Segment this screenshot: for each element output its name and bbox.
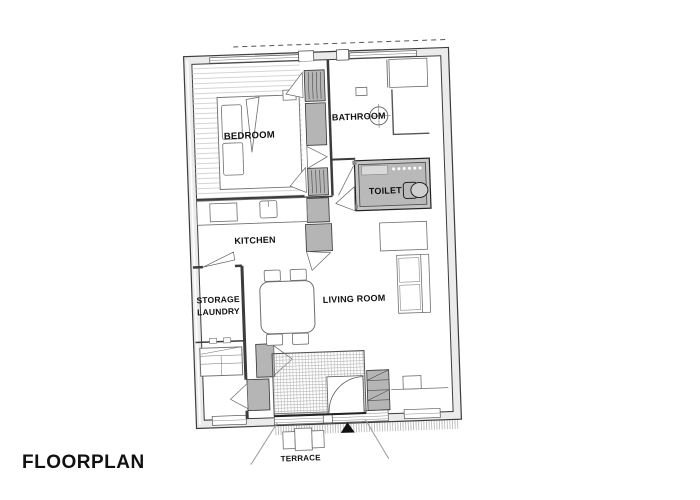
- bottom-left-window: [211, 414, 247, 426]
- toilet-room: TOILET: [335, 157, 432, 212]
- terrace-area: TERRACE: [250, 419, 459, 465]
- pillow: [220, 104, 243, 140]
- storage-south-wall: [195, 339, 245, 344]
- bathroom-west-wall: [326, 59, 334, 196]
- closet-door-swing: [285, 71, 304, 98]
- blanket: [245, 96, 260, 153]
- kitchen-sink: [209, 202, 238, 223]
- sink-icon: [366, 103, 391, 128]
- terrace-door-leaf: [326, 375, 365, 415]
- floorplan-title: FLOORPLAN: [22, 452, 145, 473]
- terrace-boundary-line: [250, 422, 278, 465]
- bathroom-south-wall: [331, 157, 356, 161]
- terrace-table-set: [282, 427, 325, 451]
- bed: [216, 94, 303, 190]
- bathroom-area: BATHROOM: [326, 57, 430, 196]
- storage-label-line2: LAUNDRY: [197, 306, 240, 317]
- window-mullion: [298, 50, 315, 63]
- chair: [291, 332, 310, 345]
- chair: [289, 268, 307, 281]
- armchair: [396, 253, 432, 314]
- storage-room: STORAGE LAUNDRY: [192, 251, 249, 419]
- living-room-label: LIVING ROOM: [323, 293, 386, 305]
- terrace-door-swing: [328, 376, 363, 413]
- radiator-dots: [392, 166, 422, 171]
- bedroom-label: BEDROOM: [224, 130, 275, 143]
- terrace-chair: [311, 430, 325, 449]
- closet-door-swing: [289, 166, 307, 194]
- storage-door-swing: [202, 251, 236, 268]
- tall-cabinet: [305, 223, 333, 252]
- chair: [263, 269, 281, 282]
- kitchen-area: KITCHEN: [196, 197, 308, 246]
- pillow: [222, 142, 245, 176]
- side-table: [402, 375, 422, 390]
- media-cabinet: [366, 369, 391, 411]
- bedroom-area: BEDROOM: [191, 61, 333, 202]
- roof-dashed-line: [233, 39, 446, 48]
- tall-cabinet: [306, 197, 330, 223]
- toilet-icon: [402, 181, 429, 199]
- storage-label-line1: STORAGE: [196, 294, 240, 306]
- bottom-right-window: [403, 408, 441, 420]
- living-room-area: LIVING ROOM: [259, 220, 449, 391]
- chair: [265, 333, 284, 346]
- sideboard: [379, 220, 428, 252]
- hall-door-swing: [305, 251, 332, 271]
- rug-area: [271, 350, 391, 418]
- drain: [355, 86, 368, 97]
- toilet-sink: [361, 164, 389, 176]
- window-mullion: [336, 49, 350, 61]
- bathroom-window: [349, 50, 418, 59]
- bathroom-label: BATHROOM: [332, 111, 386, 123]
- entrance-arrow-icon: [340, 422, 355, 433]
- dining-table: [259, 268, 316, 346]
- terrace-chair: [282, 431, 296, 450]
- terrace-label: TERRACE: [280, 453, 321, 463]
- terrace-table: [294, 427, 313, 451]
- kitchen-label: KITCHEN: [234, 235, 276, 246]
- toilet-label: TOILET: [369, 185, 403, 196]
- cooktop: [259, 200, 278, 219]
- storage-east-wall: [240, 265, 249, 419]
- wardrobe-column: [285, 60, 333, 271]
- washer-dryer: [199, 346, 244, 377]
- shower-partition: [391, 89, 430, 136]
- terrace-boundary-line: [364, 419, 390, 460]
- shower-tray: [388, 57, 429, 88]
- wardrobe-door-swing: [306, 145, 328, 170]
- entry-door-swing: [229, 382, 249, 410]
- toilet-door-swing: [335, 186, 356, 212]
- toilet-door-leaf: [338, 165, 354, 196]
